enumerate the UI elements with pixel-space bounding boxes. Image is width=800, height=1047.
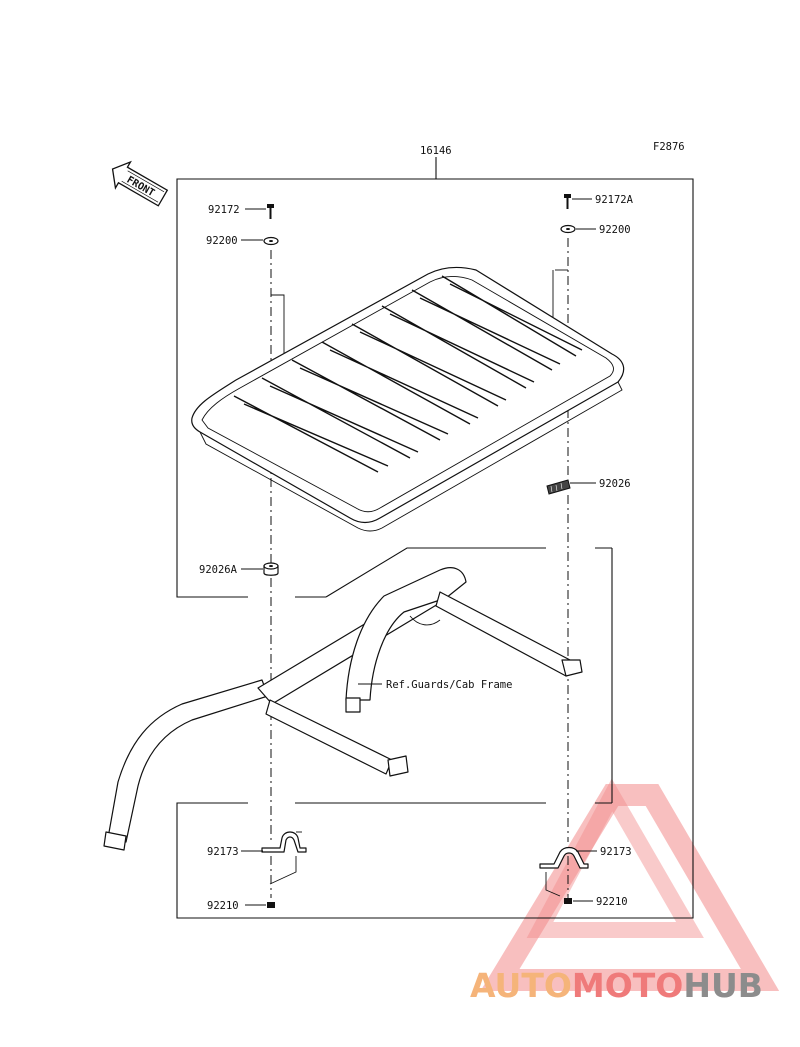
assembly-frame [176, 157, 694, 919]
spacer-right [546, 479, 571, 495]
clamp-right [539, 846, 589, 897]
callout-clamp-right: 92173 [600, 846, 632, 858]
watermark-text: AUTOMOTOHUB [470, 966, 763, 1005]
callout-washer-right: 92200 [599, 224, 631, 236]
watermark-auto: AUTO [470, 966, 572, 1005]
bolt-right [564, 194, 571, 209]
roof-panel [191, 266, 625, 532]
watermark-logo [480, 778, 780, 991]
nut-right [564, 898, 572, 904]
nut-left [267, 902, 275, 908]
callout-nut-left: 92210 [207, 900, 239, 912]
watermark-hub: HUB [683, 966, 763, 1005]
clamp-left [261, 831, 307, 885]
callout-washer-left: 92200 [206, 235, 238, 247]
front-arrow-icon: FRONT [111, 160, 169, 207]
callout-spacer-left: 92026A [199, 564, 238, 576]
ref-frame-note: Ref.Guards/Cab Frame [386, 679, 512, 691]
watermark-moto: MOTO [572, 966, 683, 1005]
spacer-left [263, 562, 279, 576]
callout-bolt-left: 92172 [208, 204, 240, 216]
assembly-part-number: 16146 [420, 145, 452, 157]
cab-frame [103, 567, 583, 851]
callout-nut-right: 92210 [596, 896, 628, 908]
callout-bolt-right: 92172A [595, 194, 634, 206]
bolt-left [267, 204, 274, 219]
callout-spacer-right: 92026 [599, 478, 631, 490]
callout-clamp-left: 92173 [207, 846, 239, 858]
washer-right [560, 224, 576, 234]
washer-left [263, 236, 279, 246]
figure-code: F2876 [653, 141, 685, 153]
